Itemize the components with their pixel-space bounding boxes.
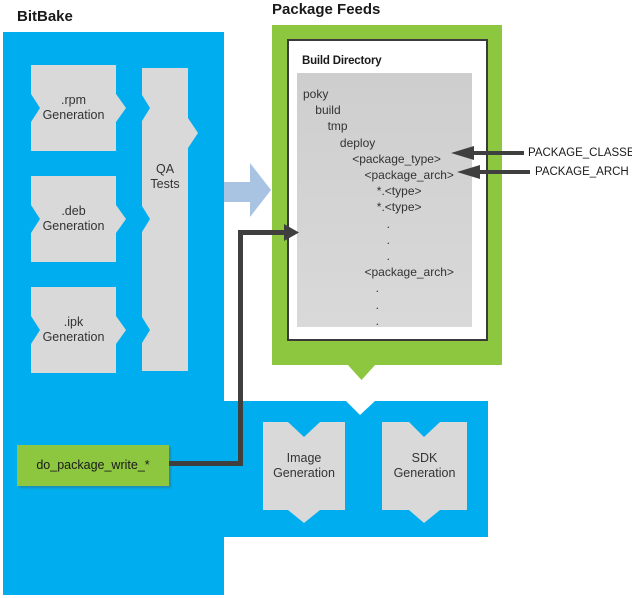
sdk-generation-label: SDK Generation: [393, 451, 456, 480]
image-generation-box: Image Generation: [263, 422, 345, 523]
task-connector-segment: [238, 230, 284, 235]
image-generation-label: Image Generation: [273, 451, 335, 480]
tree-entry: *.<type>: [376, 200, 422, 215]
ipk-generation-label: .ipk Generation: [42, 315, 105, 344]
feeds-down-arrow-icon: [347, 364, 376, 380]
task-connector-segment: [238, 230, 243, 466]
do-package-write-box: do_package_write_*: [17, 445, 169, 486]
deb-generation-box: .deb Generation: [31, 176, 126, 262]
tree-entry: .: [375, 297, 379, 312]
rpm-generation-box: .rpm Generation: [31, 65, 126, 151]
do-package-write-label: do_package_write_*: [36, 458, 150, 472]
package-arch-arrow-shaft: [477, 170, 530, 174]
bitbake-title: BitBake: [17, 8, 73, 25]
tree-entry: tmp: [327, 119, 348, 134]
package-feeds-title: Package Feeds: [272, 1, 381, 18]
package-classes-arrow-shaft: [471, 151, 524, 155]
tree-entry: <package_type>: [352, 151, 441, 166]
build-directory-label: Build Directory: [302, 55, 382, 67]
tree-entry: .: [375, 313, 379, 327]
rpm-generation-label: .rpm Generation: [42, 93, 105, 122]
package-arch-label: PACKAGE_ARCH: [535, 166, 629, 178]
qa-tests-label: QA Tests: [150, 162, 180, 191]
tree-entry: *.<type>: [376, 184, 422, 199]
tree-entry: poky: [303, 87, 329, 101]
tree-entry: .: [375, 281, 379, 296]
flow-arrow-icon: [224, 163, 271, 217]
tree-entry: <package_arch>: [364, 265, 454, 280]
tree-entry: deploy: [339, 135, 376, 150]
package-classes-label: PACKAGE_CLASSES: [528, 147, 632, 159]
deb-generation-label: .deb Generation: [42, 204, 105, 233]
ipk-generation-box: .ipk Generation: [31, 287, 126, 373]
tree-entry: .: [386, 249, 390, 264]
tree-entry: .: [386, 232, 390, 247]
task-connector-segment: [169, 461, 243, 466]
tree-entry: build: [315, 103, 341, 118]
sdk-generation-box: SDK Generation: [382, 422, 467, 523]
tree-entry: .: [386, 216, 390, 231]
tree-entry: <package_arch>: [364, 168, 454, 183]
